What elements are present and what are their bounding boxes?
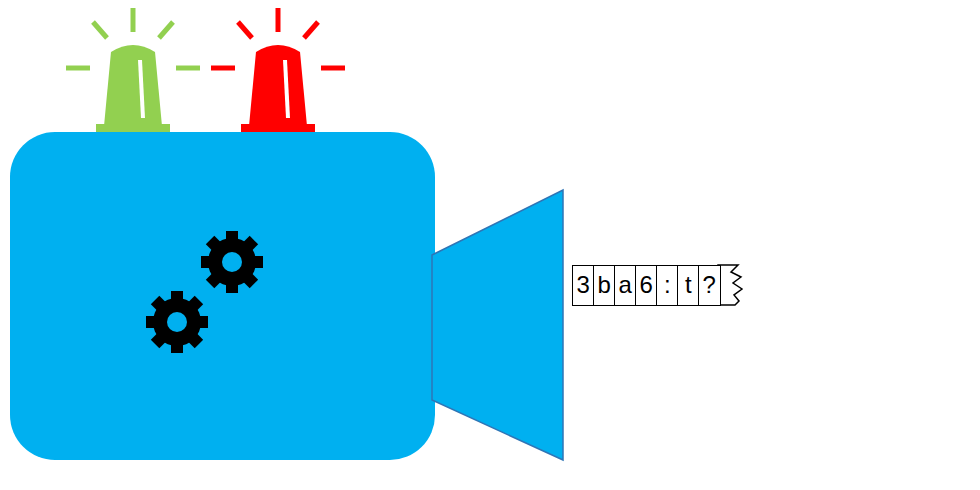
tape-symbol: a xyxy=(619,273,632,297)
tape-cell: ? xyxy=(698,265,721,306)
tape-symbol: 6 xyxy=(640,273,653,297)
torn-tape-end xyxy=(718,265,742,305)
gear-symbol xyxy=(201,231,263,293)
tape-cell: t xyxy=(677,265,700,306)
tape-symbol: : xyxy=(664,273,671,297)
green-beacon xyxy=(66,8,200,144)
tape-cell: 6 xyxy=(635,265,658,306)
gear-symbol xyxy=(146,291,208,353)
tape-symbol: ? xyxy=(703,273,716,297)
tape-head xyxy=(432,190,563,460)
tape-symbol: b xyxy=(598,273,611,297)
tape-cell: 3 xyxy=(572,265,595,306)
tape-symbol: t xyxy=(685,273,692,297)
tape-symbol: 3 xyxy=(577,273,590,297)
machine-body xyxy=(10,132,435,460)
tape-cell: a xyxy=(614,265,637,306)
tape-cell: b xyxy=(593,265,616,306)
tape-cell: : xyxy=(656,265,679,306)
red-beacon xyxy=(211,8,345,144)
